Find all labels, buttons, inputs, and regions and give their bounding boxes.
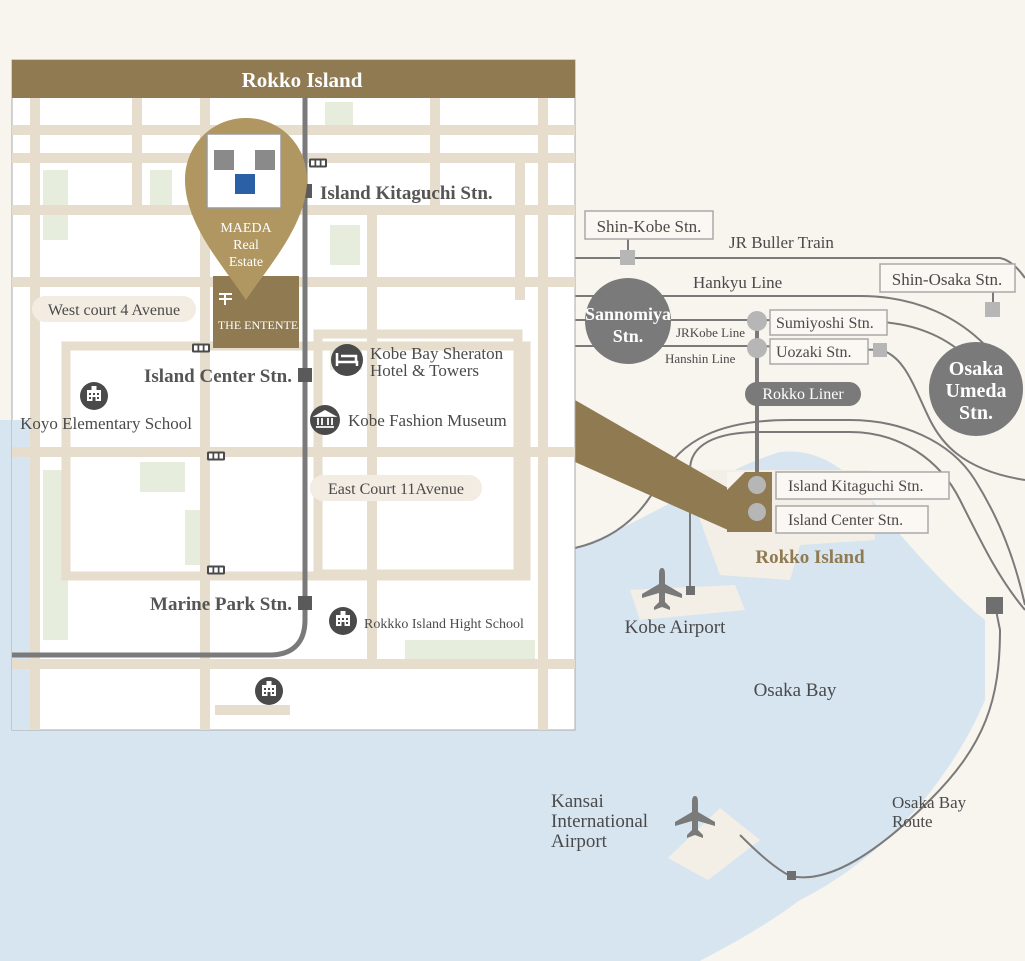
building-icon (80, 382, 108, 410)
kansai-label-2: International (551, 811, 648, 832)
inset-marine-label[interactable]: Marine Park Stn. (150, 594, 292, 615)
the-entente-building[interactable] (213, 276, 299, 348)
hanshin-line-label: Hanshin Line (665, 351, 736, 366)
hotel-icon (331, 344, 363, 376)
sumiyoshi-label[interactable]: Sumiyoshi Stn. (776, 315, 874, 332)
region-kitaguchi-box (775, 471, 950, 500)
shin-kobe-label-box (584, 210, 714, 240)
kobe-airport-land (630, 585, 745, 620)
train-icon (192, 343, 210, 353)
sannomiya-label-1: Sannomiya (585, 304, 671, 324)
kansai-airport-land (668, 808, 760, 880)
region-center-label[interactable]: Island Center Stn. (788, 512, 903, 529)
inset-kitaguchi-label[interactable]: Island Kitaguchi Stn. (320, 183, 493, 204)
kansai-label-3: Airport (551, 831, 608, 852)
inset-center-marker (298, 368, 312, 382)
umeda-label-2: Umeda (945, 380, 1006, 402)
inset-title: Rokko Island (242, 68, 363, 92)
jrkobe-line-label: JRKobe Line (676, 325, 745, 340)
bay-route-label-1: Osaka Bay (892, 793, 967, 812)
uozaki-dot (747, 338, 767, 358)
kobe-airport-label: Kobe Airport (625, 617, 727, 638)
rokko-island-label: Rokko Island (755, 547, 865, 568)
region-kitaguchi-label[interactable]: Island Kitaguchi Stn. (788, 478, 924, 495)
region-center-box (775, 505, 929, 534)
west-avenue-pill (32, 296, 196, 322)
bay-route-label-2: Route (892, 812, 933, 831)
route-junction (986, 597, 1003, 614)
east-avenue-label: East Court 11Avenue (328, 481, 464, 498)
kobe-airport-stop (686, 586, 695, 595)
inset-center-label[interactable]: Island Center Stn. (144, 366, 292, 387)
hankyu-line-label: Hankyu Line (693, 273, 782, 292)
pin-label-2: Real (233, 238, 259, 253)
inset-pointer (575, 400, 728, 530)
sumiyoshi-dot (747, 311, 767, 331)
center-dot (748, 503, 766, 521)
osaka-bay-label: Osaka Bay (754, 680, 837, 701)
sumiyoshi-label-box (769, 309, 888, 336)
building-icon (255, 677, 283, 705)
pin-label-1: MAEDA (220, 221, 272, 236)
kitaguchi-dot (748, 476, 766, 494)
jr-line-label: JR Buller Train (729, 233, 834, 252)
maeda-logo (206, 133, 282, 209)
uozaki-label-box (769, 338, 869, 365)
shin-osaka-label[interactable]: Shin-Osaka Stn. (892, 270, 1003, 289)
kansai-label-1: Kansai (551, 791, 604, 812)
building-icon (329, 607, 357, 635)
uozaki-label[interactable]: Uozaki Stn. (776, 344, 852, 361)
west-avenue-label: West court 4 Avenue (48, 302, 180, 319)
rokko-liner-label: Rokko Liner (762, 386, 844, 403)
inset-marine-marker (298, 596, 312, 610)
shin-kobe-dot (620, 250, 635, 265)
koyo-school-label[interactable]: Koyo Elementary School (20, 414, 192, 433)
hotel-label-1[interactable]: Kobe Bay Sheraton (370, 344, 504, 363)
museum-icon (310, 405, 340, 435)
train-icon (309, 158, 327, 168)
sannomiya-label-2: Stn. (613, 326, 644, 346)
entente-label: THE ENTENTE (218, 318, 298, 332)
inset-map: THE ENTENTE MAEDA Real Estate Rokko Isla… (11, 59, 576, 731)
umeda-label-3: Stn. (959, 402, 993, 424)
shin-osaka-label-box (879, 263, 1016, 293)
osaka-umeda-station[interactable] (929, 342, 1023, 436)
inset-title-bar (12, 60, 575, 98)
high-school-label[interactable]: Rokkko Island Hight School (364, 617, 524, 632)
train-icon (207, 565, 225, 575)
rokko-liner-badge (745, 382, 861, 406)
umeda-label-1: Osaka (949, 358, 1003, 380)
train-icon (207, 451, 225, 461)
bay-route-stop (787, 871, 796, 880)
uozaki-square (873, 343, 887, 357)
shin-kobe-label[interactable]: Shin-Kobe Stn. (597, 217, 702, 236)
museum-label[interactable]: Kobe Fashion Museum (348, 411, 507, 430)
shin-osaka-dot (985, 302, 1000, 317)
hotel-label-2[interactable]: Hotel & Towers (370, 361, 479, 380)
pin-label-3: Estate (229, 255, 263, 270)
east-avenue-pill (310, 475, 482, 501)
sannomiya-station[interactable] (585, 278, 671, 364)
